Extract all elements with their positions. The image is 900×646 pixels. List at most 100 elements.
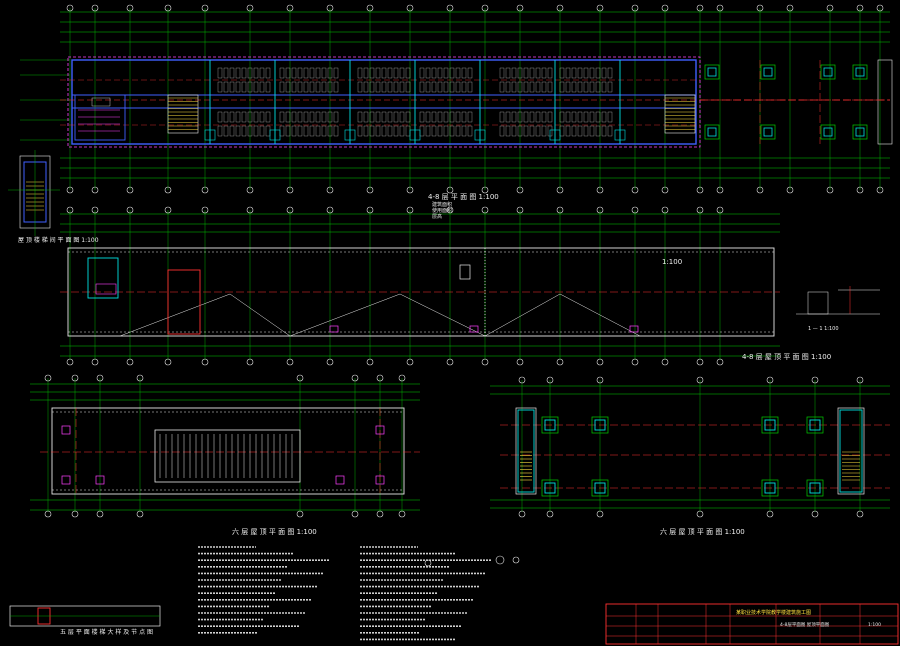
plan-b-axis-bubble [446,206,454,214]
desk [235,81,241,93]
plan-b-axis-bubble [446,358,454,366]
desk [547,67,553,79]
plan-c-axis-bubble [398,374,406,382]
desk [589,125,595,137]
desk [601,111,607,123]
desk [279,125,285,137]
desk [535,67,541,79]
desk [321,81,327,93]
desk [419,125,425,137]
plan-d-column-box [761,416,779,434]
desk [217,125,223,137]
roof-slope-line [229,293,291,337]
column [823,67,833,77]
plan-a-axis-bubble [696,4,704,12]
desk [607,67,613,79]
column [855,127,865,137]
desk [247,111,253,123]
plan-d-column-box [541,479,559,497]
desk [547,81,553,93]
desk [583,81,589,93]
desk [595,111,601,123]
desk [535,125,541,137]
desk [297,111,303,123]
desk [577,67,583,79]
plan-d-stair-right-wall [839,409,863,493]
desk [399,111,405,123]
desk [571,67,577,79]
general-notes-left [196,544,346,640]
desk [541,125,547,137]
desk [309,81,315,93]
plan-a-axis-bubble [786,4,794,12]
plan-c-axis-bubble [296,374,304,382]
plan-b-axis-bubble [246,358,254,366]
desk [511,67,517,79]
desk [523,111,529,123]
desk [425,125,431,137]
desk [449,81,455,93]
plan-d-axis-bubble [856,376,864,384]
plan-c-axis-bubble [351,510,359,518]
plan-c-skylight [154,429,301,483]
plan-d-column [764,482,776,494]
desk [387,67,393,79]
desk [535,111,541,123]
right-stair [877,59,893,145]
plan-c-axis-bubble [136,510,144,518]
desk [583,125,589,137]
plan-a-axis-bubble [326,186,334,194]
desk [559,81,565,93]
column-box [852,124,868,140]
column-box [760,64,776,80]
desk [529,125,535,137]
desk [523,125,529,137]
desk [467,81,473,93]
plan-a-axis-bubble [366,4,374,12]
desk [253,67,259,79]
desk [565,111,571,123]
plan-a-sub1: 建筑面积 [432,202,453,208]
roof-stair-room [167,269,201,335]
desk [253,111,259,123]
plan-a-axis-bubble [856,186,864,194]
desk [437,111,443,123]
plan-d-column [594,419,606,431]
plan-c-axis-bubble [136,374,144,382]
plan-a-axis-bubble [201,4,209,12]
plan-c-drain [375,475,385,485]
plan-d-stair-right [837,407,865,495]
column [823,127,833,137]
plan-d-axis-bubble [696,376,704,384]
plan-d-column-box [761,479,779,497]
desk [381,111,387,123]
desk [455,125,461,137]
stair-outline [167,94,199,134]
desk [571,111,577,123]
desk [303,81,309,93]
desk [315,67,321,79]
plan-a-axis-bubble [631,186,639,194]
desk [357,125,363,137]
desk [535,81,541,93]
plan-c-drain [61,475,71,485]
plan-c-drain [375,425,385,435]
title-block-drawing: 4-8层平面图 屋顶平面图 [780,623,830,628]
plan-b-axis-bubble [246,206,254,214]
desk [357,111,363,123]
desk [285,111,291,123]
desk [499,67,505,79]
desk [443,67,449,79]
plan-b-axis-bubble [661,206,669,214]
plan-b-axis-bubble [66,206,74,214]
plan-a-axis-bubble [556,4,564,12]
plan-a-axis-bubble [66,186,74,194]
desk [265,67,271,79]
plan-a-axis-bubble [126,4,134,12]
desk [321,125,327,137]
column-box [852,64,868,80]
desk [405,67,411,79]
desk [577,81,583,93]
column [707,67,717,77]
